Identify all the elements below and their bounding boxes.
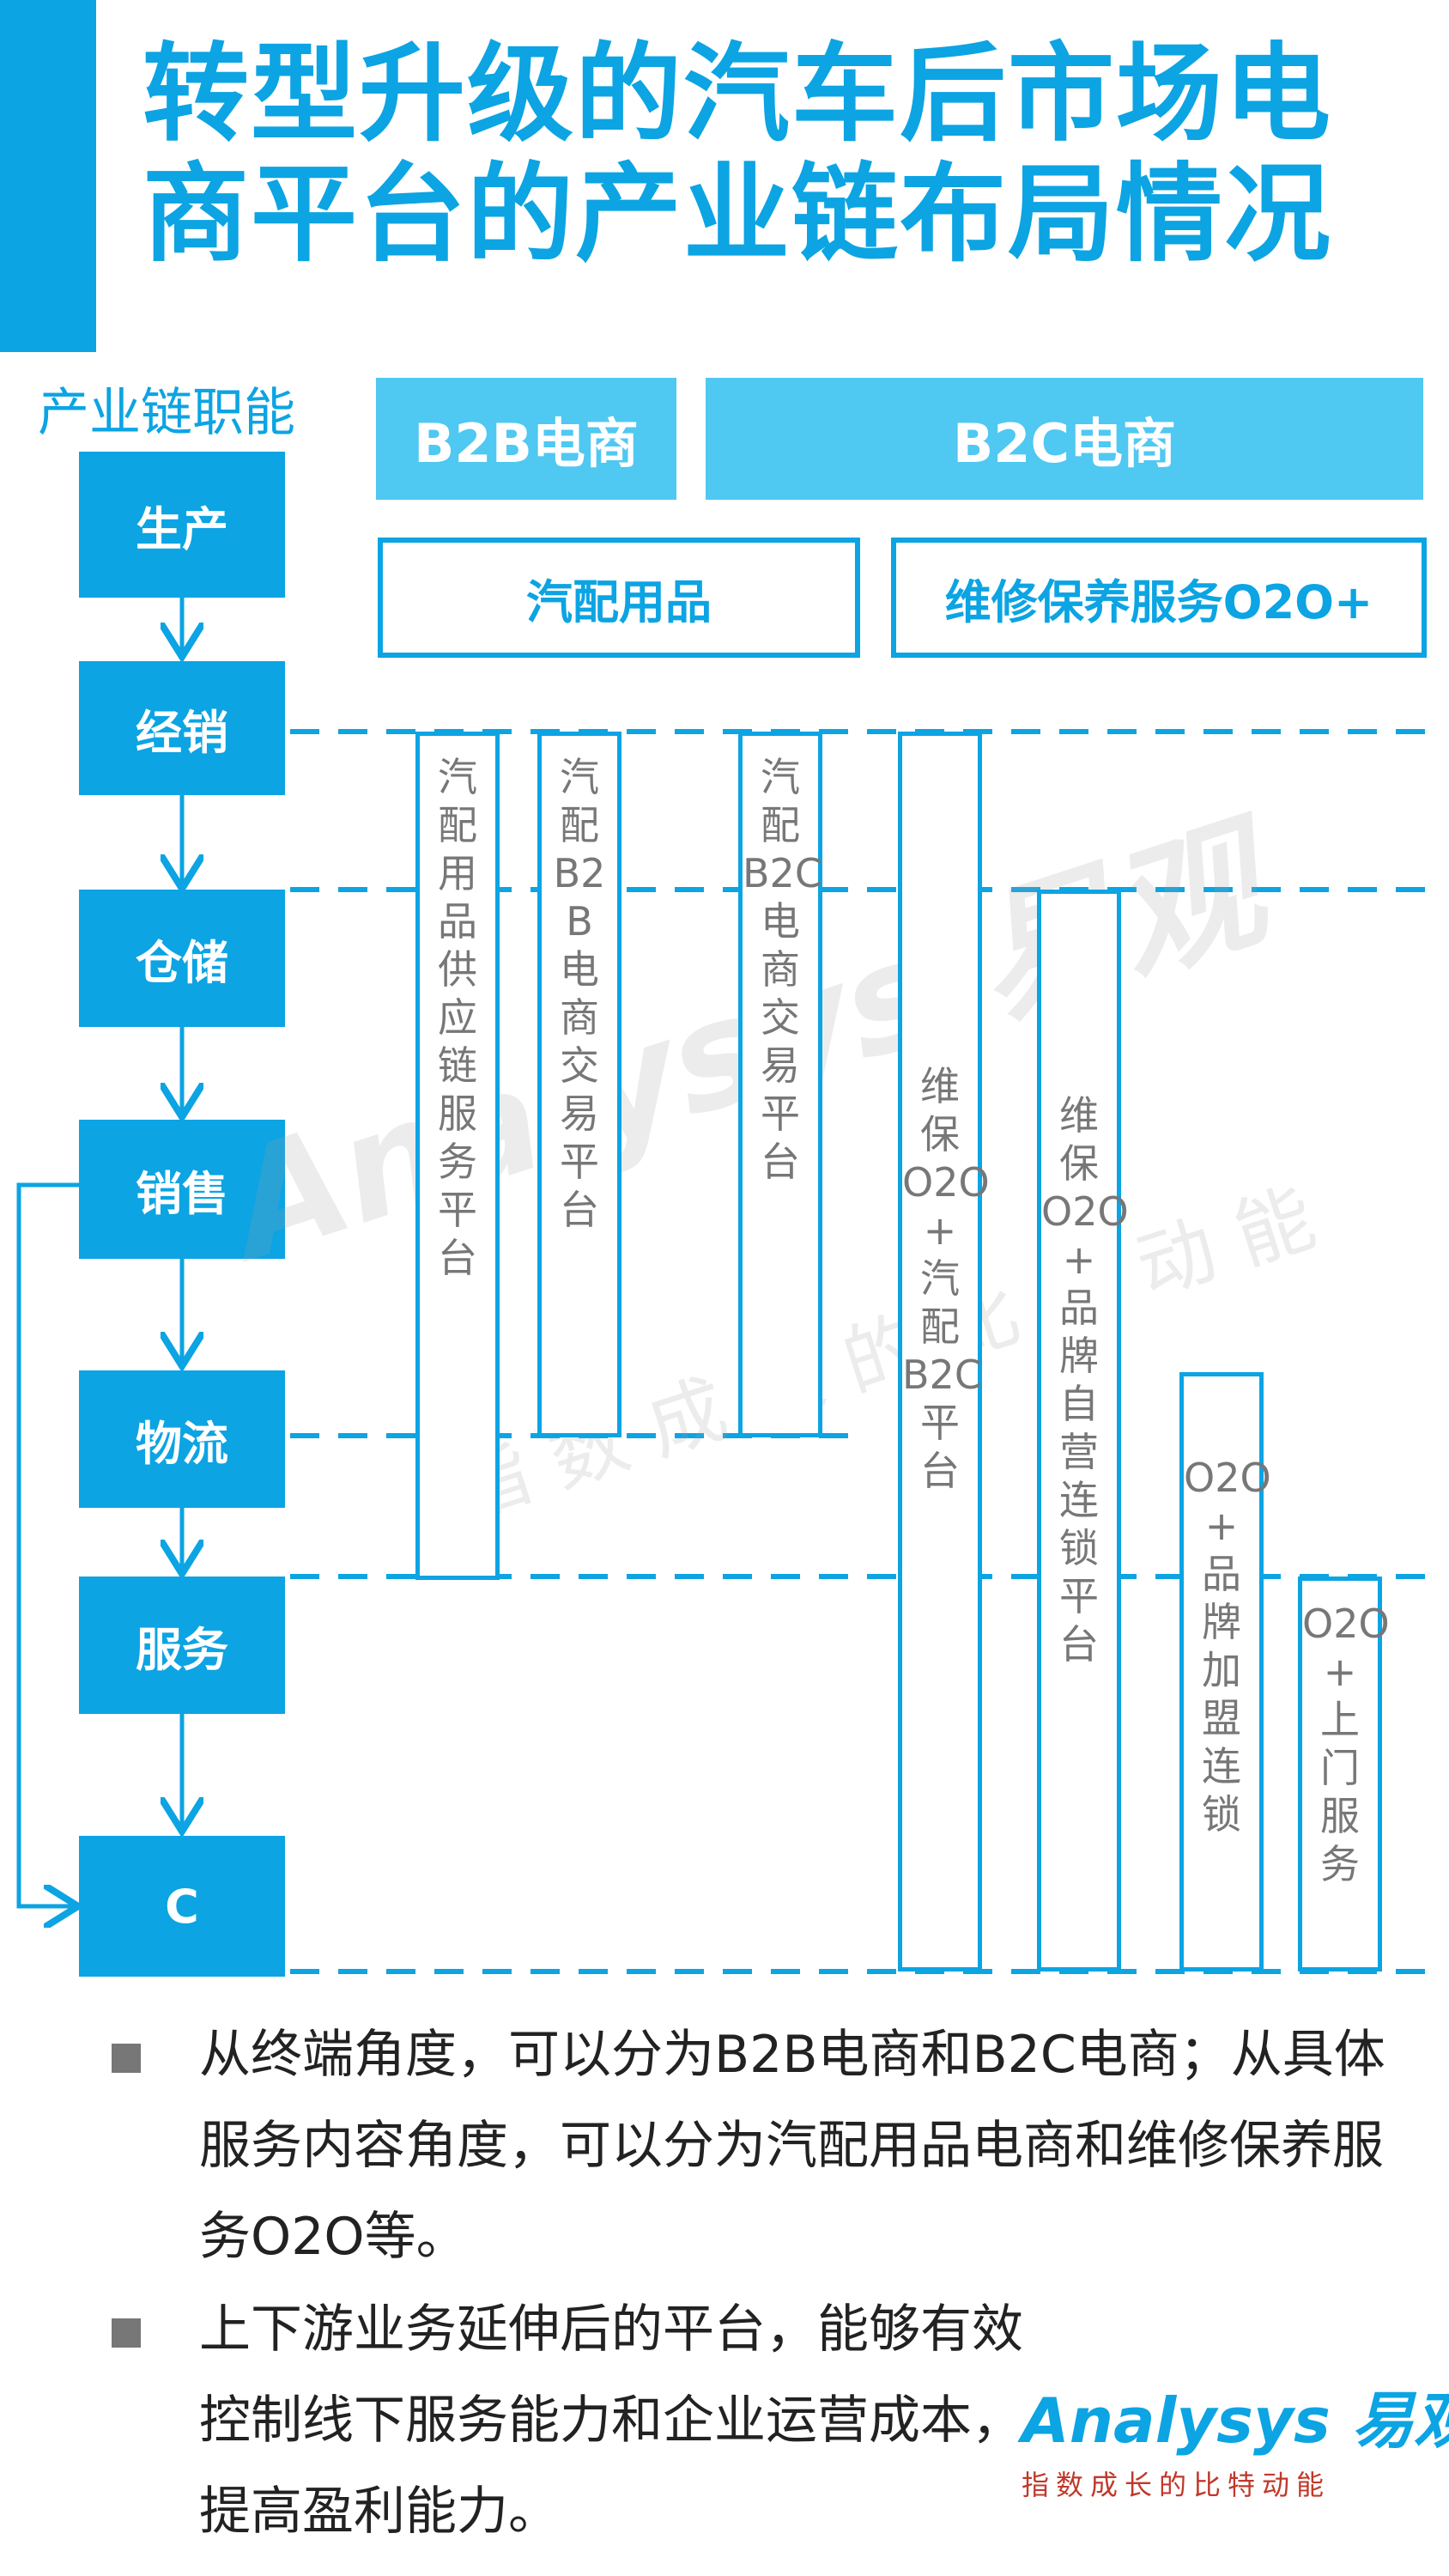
platform-column: O2O+上门服务 [1298,1577,1390,1971]
platform-label: O2O+品牌加盟连锁 [1184,1455,1271,1838]
brand-tagline: 指数成长的比特动能 [1022,2469,1331,2501]
platform-column: 汽配用品供应链服务平台 [415,732,500,1580]
page-title-line-1: 转型升级的汽车后市场电 [142,33,1333,156]
bullet-text: 上下游业务延伸后的平台，能够有效控制线下服务能力和企业运营成本，提高盈利能力。 [199,2300,1023,2542]
stage-production: 生产 [79,452,285,598]
stage-sales: 销售 [79,1120,285,1259]
bullet-text: 从终端角度，可以分为B2B电商和B2C电商；从具体服务内容角度，可以分为汽配用品… [199,2025,1385,2267]
platform-column: O2O+品牌加盟连锁 [1179,1372,1271,1971]
page-title-line-2: 商平台的产业链布局情况 [142,153,1333,276]
platform-label: O2O+上门服务 [1302,1601,1390,1887]
page-title: 转型升级的汽车后市场电 商平台的产业链布局情况 [142,34,1430,275]
bullet-item: 上下游业务延伸后的平台，能够有效控制线下服务能力和企业运营成本，提高盈利能力。 [103,2284,1391,2557]
brand-logo: Analysys 易观 指数成长的比特动能 [1022,2370,1449,2503]
subheader-parts: 汽配用品 [378,538,860,658]
stage-logistics: 物流 [79,1370,285,1508]
subheader-service: 维修保养服务O2O+ [891,538,1427,658]
platform-label: 汽配用品供应链服务平台 [438,754,477,1281]
bullet-item: 从终端角度，可以分为B2B电商和B2C电商；从具体服务内容角度，可以分为汽配用品… [103,2009,1391,2282]
brand-name: Analysys 易观 [1022,2385,1449,2457]
flow-label: 产业链职能 [38,383,295,443]
header-b2c: B2C电商 [706,378,1423,500]
bullet-list: 从终端角度，可以分为B2B电商和B2C电商；从具体服务内容角度，可以分为汽配用品… [103,2009,1391,2559]
stage-dealer: 经销 [79,661,285,795]
title-accent-bar [0,0,96,352]
bullet-square-icon [112,2318,141,2348]
bullet-square-icon [112,2044,141,2073]
header-b2b: B2B电商 [376,378,676,500]
stage-storage: 仓储 [79,890,285,1027]
stage-service: 服务 [79,1577,285,1714]
stage-consumer: C [79,1836,285,1977]
